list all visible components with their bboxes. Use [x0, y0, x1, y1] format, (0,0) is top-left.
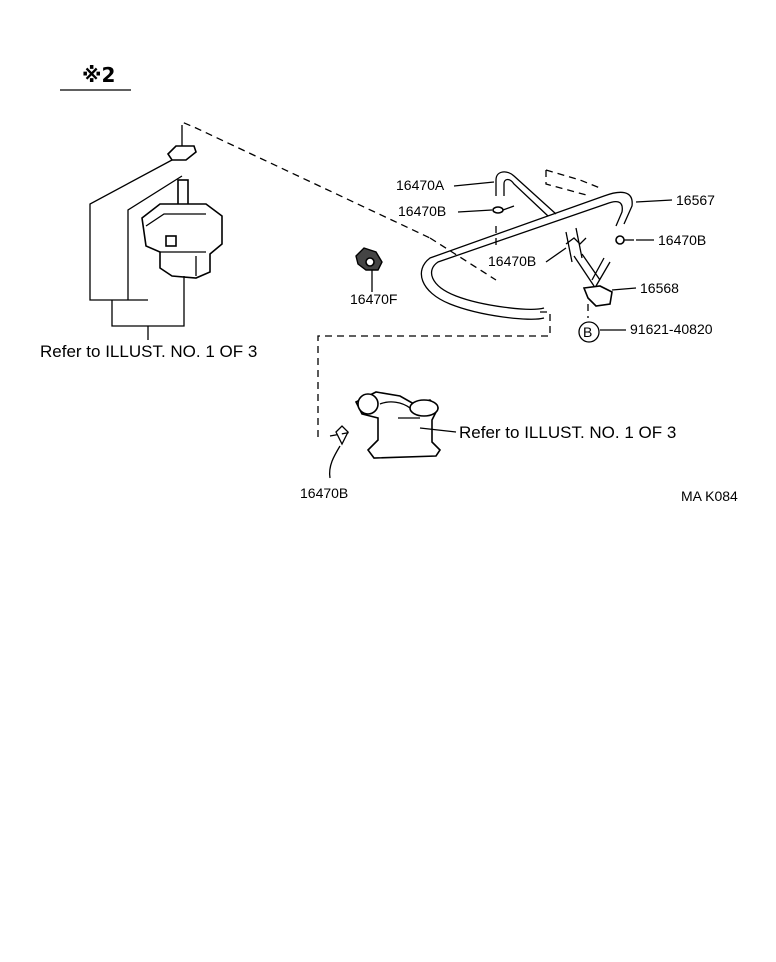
- diagram-code: MA K084: [681, 488, 738, 504]
- reservoir-tank-drawing: [141, 132, 223, 279]
- leader-refer-right: [419, 427, 457, 433]
- clip-16470B-top-drawing: [492, 205, 515, 214]
- dash-upper-box: [545, 170, 591, 197]
- dash-hose-to-housing: [317, 311, 551, 440]
- section-title: ※2: [82, 63, 115, 87]
- leader-16568: [611, 287, 637, 291]
- clip-16470F-drawing: [355, 247, 383, 271]
- label-16470B-bottom: 16470B: [300, 485, 348, 501]
- bolt-b-circle-icon: [578, 321, 600, 343]
- dash-upper-box-2: [545, 169, 601, 189]
- leader-16470A: [453, 181, 495, 187]
- leader-16567: [635, 199, 673, 203]
- refer-left-label: Refer to ILLUST. NO. 1 OF 3: [40, 342, 257, 361]
- dash-reservoir-to-hose: [181, 121, 431, 239]
- pipe-16568-drawing: [573, 253, 613, 307]
- clip-16470B-bottom-drawing: [335, 425, 349, 446]
- clip-16470B-mid-drawing: [565, 237, 587, 245]
- leader-16470B-mid: [545, 247, 567, 263]
- reservoir-bracket-lines: [89, 159, 185, 340]
- label-16470F: 16470F: [350, 291, 397, 307]
- hose-16567-drawing: [420, 171, 633, 320]
- label-91621-40820: 91621-40820: [630, 321, 713, 337]
- label-16470A: 16470A: [396, 177, 445, 193]
- leader-16470B-bottom: [328, 445, 341, 479]
- label-16568: 16568: [640, 280, 679, 296]
- leader-16470B-top: [457, 209, 493, 213]
- water-outlet-housing-drawing: [354, 391, 442, 459]
- label-16470B-right: 16470B: [658, 232, 706, 248]
- label-16470B-top: 16470B: [398, 203, 446, 219]
- dash-housing-clip: [329, 431, 353, 437]
- label-16567: 16567: [676, 192, 715, 208]
- refer-right-label: Refer to ILLUST. NO. 1 OF 3: [459, 423, 676, 442]
- label-16470B-mid: 16470B: [488, 253, 536, 269]
- bolt-b-letter: B: [583, 324, 592, 340]
- dash-hose-continuation: [429, 237, 497, 281]
- clip-16470B-right-drawing: [615, 235, 634, 245]
